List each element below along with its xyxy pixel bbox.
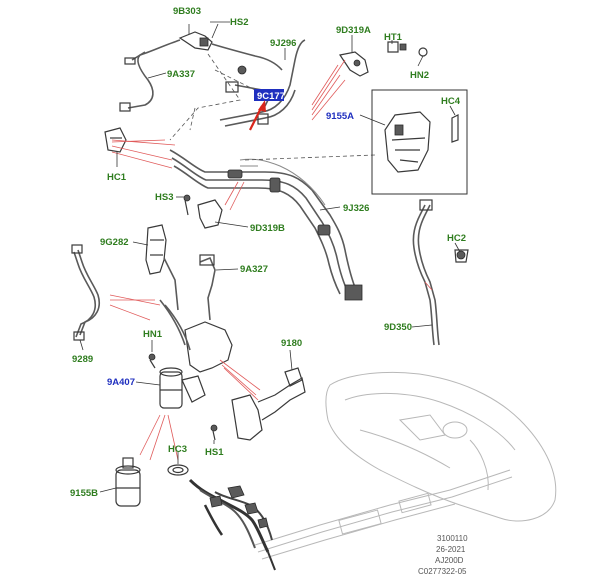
label-9289: 9289	[72, 354, 93, 365]
label-9155A: 9155A	[326, 111, 354, 122]
label-HN2: HN2	[410, 70, 429, 81]
label-9D319A: 9D319A	[336, 25, 371, 36]
label-9D350: 9D350	[384, 322, 412, 333]
highlight-callout: 9C177	[249, 89, 285, 131]
label-9G282: 9G282	[100, 237, 129, 248]
label-HC1: HC1	[107, 172, 127, 183]
ref-code-4: C0277322-05	[418, 567, 467, 576]
ref-code-1: 3100110	[437, 534, 468, 543]
label-HC2: HC2	[447, 233, 466, 244]
label-HS2: HS2	[230, 17, 248, 28]
label-9A327: 9A327	[240, 264, 268, 275]
label-9A407: 9A407	[107, 377, 135, 388]
fuel-tank-outline	[254, 371, 557, 560]
part-9289-hose	[71, 244, 101, 341]
part-9155B-pump	[115, 457, 141, 507]
label-HS3: HS3	[155, 192, 173, 203]
leader-lines	[109, 59, 433, 461]
part-labels: 9B303 HS2 9J296 9A337 9D319A HT1 HN2 915…	[70, 6, 466, 499]
part-9180-bracket	[210, 367, 306, 441]
ref-code-2: 26-2021	[436, 545, 466, 554]
label-HC4: HC4	[441, 96, 461, 107]
label-9180: 9180	[281, 338, 302, 349]
part-9B303-connector	[119, 31, 283, 125]
label-HS1: HS1	[205, 447, 224, 458]
label-9D319B: 9D319B	[250, 223, 285, 234]
label-9J326: 9J326	[343, 203, 369, 214]
lower-pipe-harness	[188, 478, 276, 571]
label-9155B: 9155B	[70, 488, 98, 499]
part-9D350-pipe	[412, 199, 469, 346]
main-fuel-pipes	[169, 39, 363, 301]
part-9G282-canister	[145, 224, 179, 311]
part-9A407-filter-assembly	[148, 299, 233, 409]
part-HS3-9D319B-bracket	[183, 194, 223, 229]
part-9155A-module	[371, 89, 468, 195]
label-9B303: 9B303	[173, 6, 201, 17]
label-HN1: HN1	[143, 329, 163, 340]
label-HC3: HC3	[168, 444, 187, 455]
dashed-guides	[169, 53, 376, 161]
ref-code-3: AJ200D	[435, 556, 464, 565]
label-leaders	[79, 21, 461, 493]
part-9A327-hose	[199, 254, 216, 321]
highlight-label: 9C177	[257, 91, 285, 102]
reference-codes: 3100110 26-2021 AJ200D C0277322-05	[418, 534, 468, 576]
red-arrow-head	[258, 100, 266, 112]
part-HC1-clip	[104, 127, 127, 153]
highlight-box	[254, 89, 284, 101]
label-9A337: 9A337	[167, 69, 195, 80]
label-HT1: HT1	[384, 32, 403, 43]
label-9J296: 9J296	[270, 38, 296, 49]
part-HC3-ring	[167, 464, 189, 476]
part-9D319A-bracket	[339, 41, 428, 77]
